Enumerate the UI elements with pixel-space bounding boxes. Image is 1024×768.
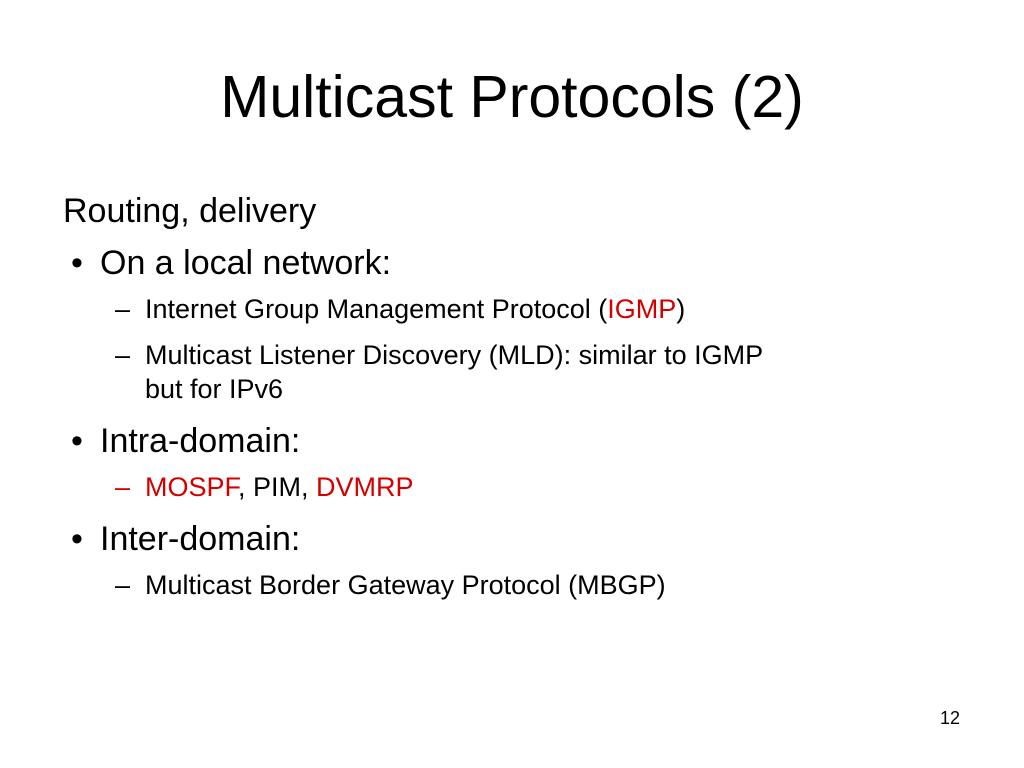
sub-item-mld: – Multicast Listener Discovery (MLD): si… bbox=[63, 338, 963, 406]
sub-item-mbgp: – Multicast Border Gateway Protocol (MBG… bbox=[63, 568, 963, 602]
sub-item-text: , PIM, bbox=[238, 472, 317, 502]
bullet-label: Inter-domain: bbox=[100, 520, 301, 558]
sub-item-text: Multicast Listener Discovery (MLD): simi… bbox=[145, 340, 764, 370]
bullet-intra-domain: • Intra-domain: bbox=[63, 418, 963, 464]
dash-marker: – bbox=[115, 570, 131, 600]
bullet-marker: • bbox=[71, 520, 83, 558]
highlight-dvmrp: DVMRP bbox=[316, 472, 414, 502]
bullet-inter-domain: • Inter-domain: bbox=[63, 516, 963, 562]
page-number: 12 bbox=[939, 708, 960, 728]
highlight-mospf: MOSPF bbox=[145, 472, 239, 502]
sub-item-text: Multicast Border Gateway Protocol (MBGP) bbox=[145, 570, 666, 600]
sub-item-continuation: but for IPv6 bbox=[145, 374, 284, 404]
intro-line: Routing, delivery bbox=[63, 192, 317, 230]
bullet-marker: • bbox=[71, 244, 83, 282]
bullet-label: Intra-domain: bbox=[100, 422, 301, 460]
dash-marker: – bbox=[115, 472, 131, 502]
bullet-marker: • bbox=[71, 422, 83, 460]
sub-item-text: Internet Group Management Protocol ( bbox=[145, 294, 608, 324]
bullet-local-network: • On a local network: bbox=[63, 240, 963, 286]
slide-body: Routing, delivery • On a local network: … bbox=[63, 188, 963, 614]
sub-list-inter-domain: – Multicast Border Gateway Protocol (MBG… bbox=[63, 568, 963, 602]
sub-item-text-end: ) bbox=[676, 294, 686, 324]
slide-title: Multicast Protocols (2) bbox=[220, 64, 804, 130]
sub-item-intra-protocols: – MOSPF, PIM, DVMRP bbox=[63, 470, 963, 504]
highlight-igmp: IGMP bbox=[607, 294, 677, 324]
sub-item-igmp: – Internet Group Management Protocol (IG… bbox=[63, 292, 963, 326]
sub-list-intra-domain: – MOSPF, PIM, DVMRP bbox=[63, 470, 963, 504]
dash-marker: – bbox=[115, 340, 131, 370]
sub-list-local-network: – Internet Group Management Protocol (IG… bbox=[63, 292, 963, 406]
dash-marker: – bbox=[115, 294, 131, 324]
bullet-label: On a local network: bbox=[100, 244, 392, 282]
